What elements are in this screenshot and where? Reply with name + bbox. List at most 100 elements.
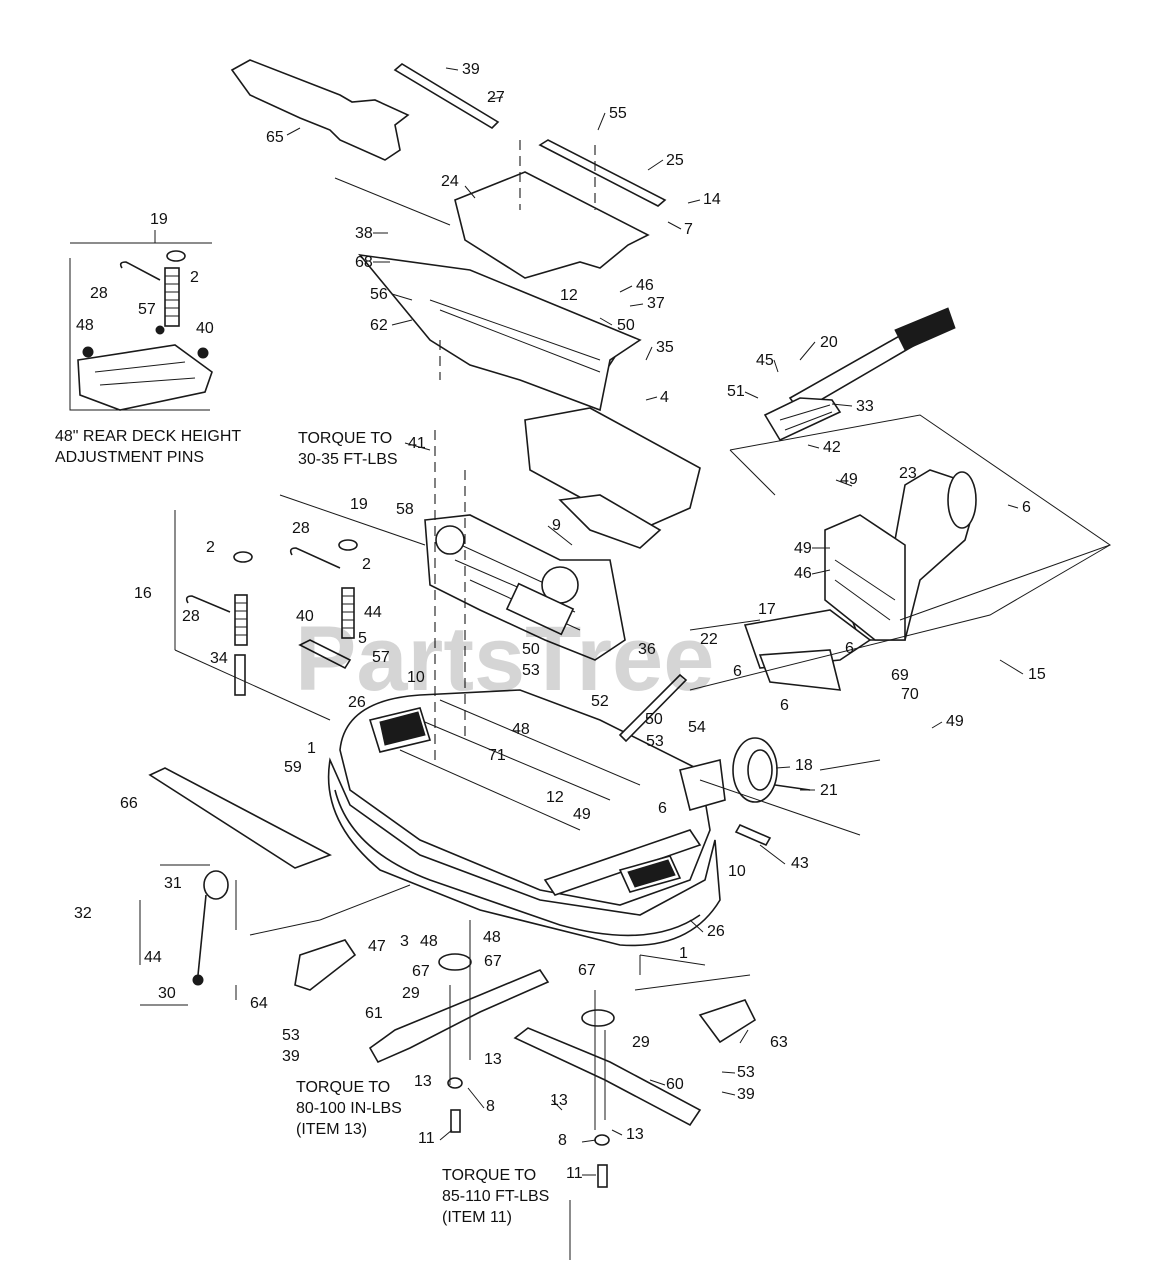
rear-deck-inset (69, 230, 213, 411)
part-36-spring (618, 673, 688, 743)
callout: 53 (282, 1027, 300, 1044)
callout: 6 (1022, 499, 1031, 516)
callout: 28 (90, 285, 108, 302)
callout: 68 (355, 254, 373, 271)
part-25-bar (538, 139, 667, 207)
callout: 21 (820, 782, 838, 799)
callout: 28 (292, 520, 310, 537)
callout: 39 (737, 1086, 755, 1103)
watermark: PartsTree (295, 608, 714, 710)
callout: 43 (791, 855, 809, 872)
callout: 34 (210, 650, 228, 667)
discharge-chute (824, 469, 977, 641)
callout: 67 (412, 963, 430, 980)
callout: 13 (550, 1092, 568, 1109)
callout: 11 (566, 1165, 583, 1182)
callout: 67 (484, 953, 502, 970)
callout: 27 (487, 89, 505, 106)
callout: 6 (780, 697, 789, 714)
callout: 48 (420, 933, 438, 950)
callout: 48 (76, 317, 94, 334)
callout: 2 (206, 539, 215, 556)
part-29-spindle-a (438, 953, 472, 971)
callout: 19 (350, 496, 368, 513)
callout: 71 (488, 747, 506, 764)
callout: 46 (794, 565, 812, 582)
callout: 13 (626, 1126, 644, 1143)
lower-bracket (558, 494, 662, 549)
callout: 13 (484, 1051, 502, 1068)
callout: 8 (486, 1098, 495, 1115)
callout: 38 (355, 225, 373, 242)
callout: 37 (647, 295, 665, 312)
note-torque1-line2: 30-35 FT-LBS (298, 451, 398, 468)
callout: 48 (483, 929, 501, 946)
callout: 44 (364, 604, 382, 621)
callout: 48 (512, 721, 530, 738)
callout: 53 (646, 733, 664, 750)
callout: 65 (266, 129, 284, 146)
callout: 47 (368, 938, 386, 955)
callout: 19 (150, 211, 168, 228)
callout: 3 (400, 933, 409, 950)
handle-assembly (763, 307, 956, 442)
callout: 52 (591, 693, 609, 710)
callout: 69 (891, 667, 909, 684)
callout: 17 (758, 601, 776, 618)
callout: 59 (284, 759, 302, 776)
part-24-plate (454, 171, 650, 279)
callout: 46 (636, 277, 654, 294)
misc-rods (148, 539, 772, 1044)
part-66-baffle (148, 767, 332, 869)
callout: 50 (522, 641, 540, 658)
handle-grip (894, 307, 956, 351)
callout: 10 (407, 669, 425, 686)
callout: 20 (820, 334, 838, 351)
callout: 66 (120, 795, 138, 812)
part-61-blade (368, 969, 550, 1064)
callout: 9 (552, 517, 561, 534)
blades (368, 953, 702, 1188)
callout: 7 (684, 221, 693, 238)
part-43-shaft (734, 823, 772, 847)
callout: 54 (688, 719, 706, 736)
main-deck-housing (327, 689, 726, 947)
callout: 12 (560, 287, 578, 304)
callout: 60 (666, 1076, 684, 1093)
note-torque3-line3: (ITEM 11) (442, 1209, 512, 1226)
callout: 39 (282, 1048, 300, 1065)
note-torque1-line1: TORQUE TO (298, 430, 392, 447)
callout: 6 (845, 640, 854, 657)
callout: 1 (679, 945, 688, 962)
callout: 18 (795, 757, 813, 774)
leader-lines (174, 140, 1112, 1260)
callout: 49 (840, 471, 858, 488)
callout: 49 (794, 540, 812, 557)
note-torque2-line1: TORQUE TO (296, 1079, 390, 1096)
callout: 4 (660, 389, 669, 406)
callout: 57 (138, 301, 156, 318)
bracket-assembly (524, 407, 701, 531)
callout: 2 (190, 269, 199, 286)
part-8-washer-b (594, 1134, 610, 1146)
part-64-plate (294, 939, 357, 991)
callout: 49 (946, 713, 964, 730)
deck-top (339, 689, 711, 906)
callout: 1 (307, 740, 316, 757)
callout: 50 (617, 317, 635, 334)
callout: 64 (250, 995, 268, 1012)
callout: 57 (372, 649, 390, 666)
callout: 29 (402, 985, 420, 1002)
part-11-bolt-a (450, 1109, 461, 1133)
callout: 15 (1028, 666, 1046, 683)
part-18-wheel (732, 737, 811, 803)
chute-plate (743, 609, 872, 691)
callout: 16 (134, 585, 152, 602)
part-27-rod (393, 63, 500, 130)
callouts: 39 27 65 55 25 24 14 7 38 68 46 37 12 56… (74, 61, 1046, 1182)
callout: 50 (645, 711, 663, 728)
callout: 42 (823, 439, 841, 456)
callout: 53 (737, 1064, 755, 1081)
callout: 2 (362, 556, 371, 573)
